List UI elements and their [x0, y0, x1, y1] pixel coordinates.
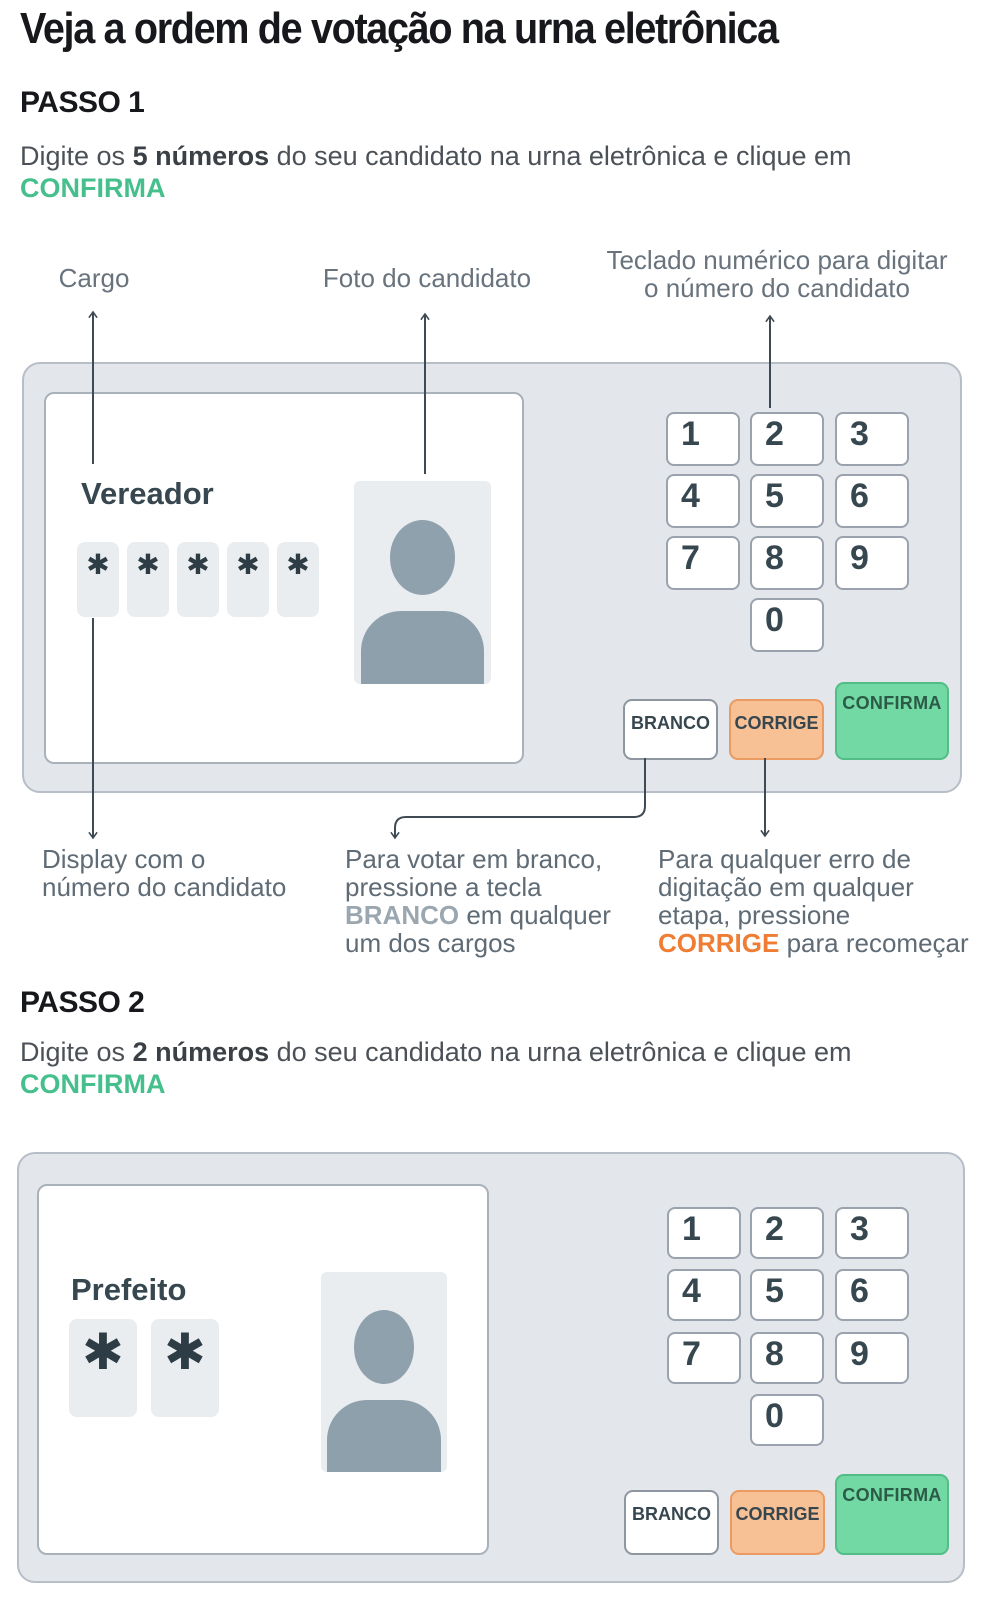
- key-6[interactable]: 6: [835, 474, 909, 528]
- digit-box-2: ✱: [127, 542, 169, 617]
- digit-box-1: ✱: [77, 542, 119, 617]
- annotation-branco-line4: um dos cargos: [345, 928, 516, 958]
- step2-instruction-suffix: do seu candidato na urna eletrônica e cl…: [269, 1037, 852, 1067]
- step2-heading: PASSO 2: [20, 986, 145, 1019]
- annotation-branco-line3-rest: em qualquer: [459, 900, 611, 930]
- label-teclado-line2: o número do candidato: [644, 273, 910, 303]
- candidate-photo-placeholder: [354, 481, 491, 684]
- key-1[interactable]: 1: [666, 412, 740, 466]
- key-0[interactable]: 0: [750, 1394, 824, 1446]
- step1-instruction-prefix: Digite os: [20, 141, 133, 171]
- step2-instruction-prefix: Digite os: [20, 1037, 133, 1067]
- page-title: Veja a ordem de votação na urna eletrôni…: [20, 4, 779, 53]
- digit-box-3: ✱: [177, 542, 219, 617]
- key-3[interactable]: 3: [835, 412, 909, 466]
- key-1[interactable]: 1: [667, 1207, 741, 1259]
- step2-instruction: Digite os 2 números do seu candidato na …: [20, 1036, 960, 1100]
- annotation-corrige-line2: digitação em qualquer: [658, 872, 914, 902]
- digit-box-1: ✱: [69, 1319, 137, 1417]
- key-5[interactable]: 5: [750, 1269, 824, 1321]
- key-7[interactable]: 7: [667, 1332, 741, 1384]
- annotation-branco-line1: Para votar em branco,: [345, 844, 603, 874]
- person-body-icon: [327, 1400, 441, 1472]
- step1-instruction-bold: 5 números: [132, 141, 270, 171]
- person-body-icon: [360, 610, 485, 684]
- corrige-button[interactable]: CORRIGE: [729, 699, 824, 760]
- voting-machine-step2: Prefeito ✱ ✱ 1 2 3 4 5 6 7 8 9 0 BRANCO …: [17, 1152, 965, 1583]
- machine1-office-title: Vereador: [81, 476, 214, 511]
- key-3[interactable]: 3: [835, 1207, 909, 1259]
- annotation-branco-line2: pressione a tecla: [345, 872, 542, 902]
- key-9[interactable]: 9: [835, 1332, 909, 1384]
- annotation-corrige-line4-rest: para recomeçar: [779, 928, 969, 958]
- key-9[interactable]: 9: [835, 536, 909, 590]
- confirma-button[interactable]: CONFIRMA: [835, 682, 949, 760]
- annotation-display-line2: número do candidato: [42, 872, 287, 902]
- annotation-corrige-line1: Para qualquer erro de: [658, 844, 911, 874]
- machine2-screen: Prefeito ✱ ✱: [37, 1184, 489, 1555]
- branco-button[interactable]: BRANCO: [623, 699, 718, 760]
- annotation-corrige-keyword: CORRIGE: [658, 928, 780, 958]
- key-8[interactable]: 8: [750, 536, 824, 590]
- corrige-button[interactable]: CORRIGE: [730, 1490, 825, 1555]
- key-8[interactable]: 8: [750, 1332, 824, 1384]
- key-2[interactable]: 2: [750, 1207, 824, 1259]
- digit-box-5: ✱: [277, 542, 319, 617]
- person-head-icon: [353, 1310, 415, 1384]
- step1-heading: PASSO 1: [20, 86, 145, 119]
- label-foto-candidato: Foto do candidato: [322, 263, 532, 293]
- step1-instruction-confirma: CONFIRMA: [20, 173, 166, 203]
- machine1-screen: Vereador ✱ ✱ ✱ ✱ ✱: [44, 392, 524, 764]
- annotation-corrige: Para qualquer erro de digitação em qualq…: [658, 845, 969, 957]
- annotation-display: Display com o número do candidato: [42, 845, 286, 901]
- key-4[interactable]: 4: [667, 1269, 741, 1321]
- digit-box-2: ✱: [151, 1319, 219, 1417]
- key-4[interactable]: 4: [666, 474, 740, 528]
- machine2-office-title: Prefeito: [71, 1272, 187, 1307]
- confirma-button[interactable]: CONFIRMA: [835, 1474, 949, 1555]
- label-teclado-numerico: Teclado numérico para digitar o número d…: [606, 246, 947, 302]
- step2-instruction-bold: 2 números: [132, 1037, 270, 1067]
- annotation-branco-keyword: BRANCO: [345, 900, 460, 930]
- annotation-display-line1: Display com o: [42, 844, 206, 874]
- person-head-icon: [389, 519, 456, 595]
- candidate-photo-placeholder: [321, 1272, 447, 1472]
- key-5[interactable]: 5: [750, 474, 824, 528]
- step2-instruction-confirma: CONFIRMA: [20, 1069, 166, 1099]
- digit-box-4: ✱: [227, 542, 269, 617]
- annotation-corrige-line3: etapa, pressione: [658, 900, 851, 930]
- key-2[interactable]: 2: [750, 412, 824, 466]
- key-0[interactable]: 0: [750, 598, 824, 652]
- voting-machine-step1: Vereador ✱ ✱ ✱ ✱ ✱ 1 2 3 4 5 6 7 8 9 0 B…: [22, 362, 962, 793]
- label-cargo: Cargo: [58, 263, 130, 293]
- key-6[interactable]: 6: [835, 1269, 909, 1321]
- key-7[interactable]: 7: [666, 536, 740, 590]
- step1-instruction: Digite os 5 números do seu candidato na …: [20, 140, 960, 204]
- branco-button[interactable]: BRANCO: [624, 1490, 719, 1555]
- step1-instruction-suffix: do seu candidato na urna eletrônica e cl…: [269, 141, 852, 171]
- label-teclado-line1: Teclado numérico para digitar: [606, 245, 948, 275]
